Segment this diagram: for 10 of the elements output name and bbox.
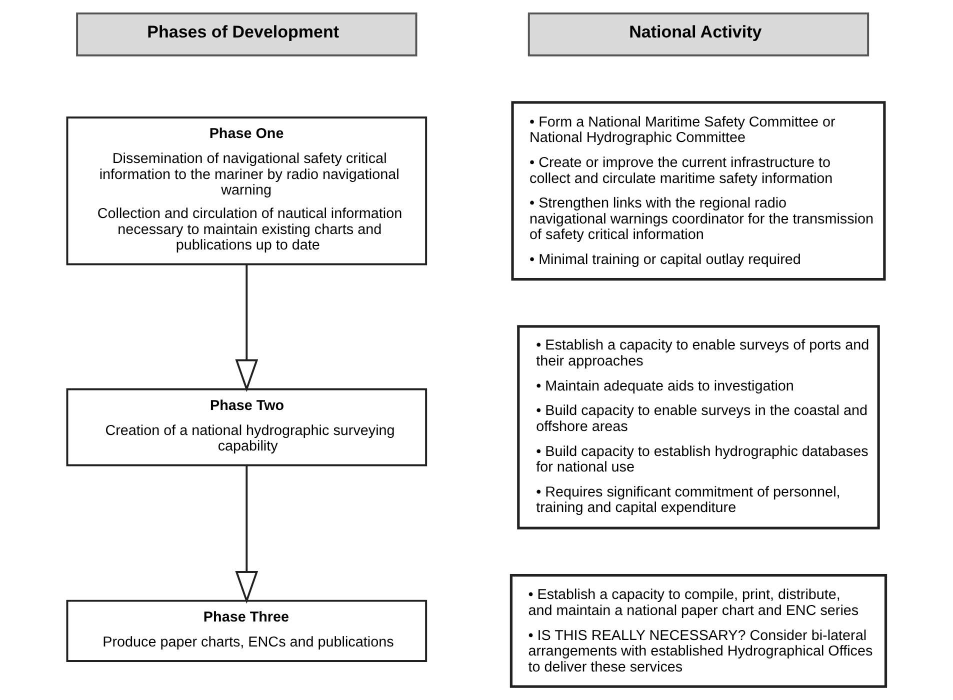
node-box: • Establish a capacity to compile, print, distribute, and maintain a national paper chart and ENC series • IS THIS REALLY NECESSARY? Consider bi-lateral arrangements with established Hydrographical Offices to deliver these services xyxy=(510,574,888,688)
node-box: • Establish a capacity to enable surveys of ports and their approaches • Maintain adequate aids to investigation • Build capacity to enable surveys in the coastal and offshore areas • Build capacity to establish hydrographic databases for national use • Requires significant commitment of personnel, training and capital expenditure xyxy=(517,325,880,530)
node-box: Phases of Development xyxy=(76,12,418,56)
arrow xyxy=(235,264,258,392)
node-box: • Form a National Maritime Safety Committee or National Hydrographic Committee • Create or improve the current infrastructure to collect and circulate maritime safety information • Strengthen links with the regional radio navigational warnings coordinator for the transmission of safety critical information • Minimal training or capital outlay required xyxy=(511,101,886,281)
node-box: National Activity xyxy=(528,12,870,56)
node-box: Phase Two Creation of a national hydrographic surveying capability xyxy=(66,388,428,466)
arrow xyxy=(235,465,258,604)
node-box: Phase One Dissemination of navigational safety critical information to the mariner by radio navigational warning Collection and circulation of nautical information necessary to maintain existing charts and publications up to date xyxy=(66,116,428,266)
node-box: Phase Three Produce paper charts, ENCs and publications xyxy=(66,600,428,662)
